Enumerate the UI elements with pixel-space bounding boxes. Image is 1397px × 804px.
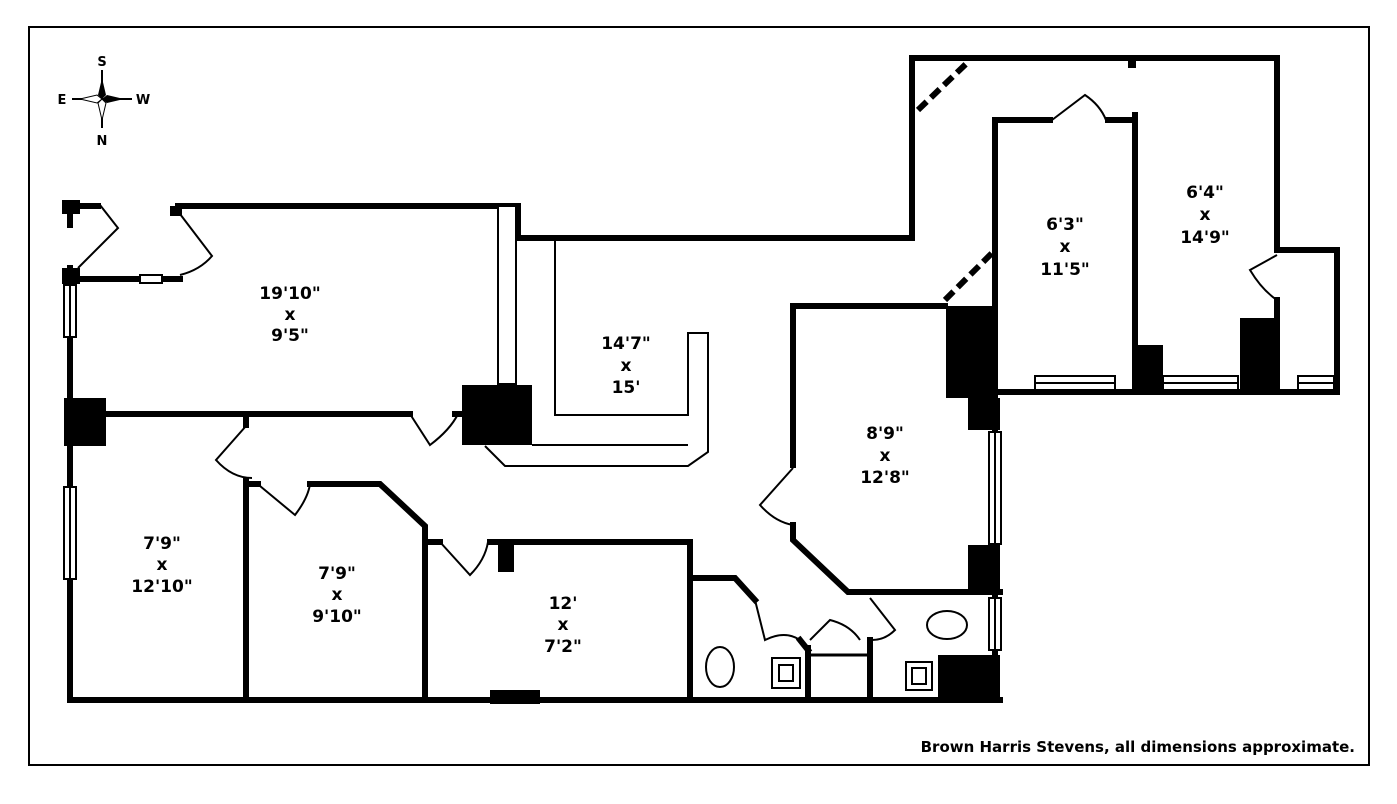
room-length: 7'2" [544,637,582,657]
room-by: x [880,446,891,466]
room-width: 6'3" [1046,215,1084,235]
credit-line: Brown Harris Stevens, all dimensions app… [921,738,1355,756]
room-length: 9'5" [271,326,309,346]
kitchen-counter [484,240,709,467]
room-length: 12'10" [131,577,192,597]
room-by: x [1060,237,1071,257]
room-length: 15' [612,378,641,398]
bath-fixtures [705,610,968,691]
windows [63,205,1335,651]
room-width: 19'10" [259,284,320,304]
room-by: x [558,615,569,635]
archway-lines [915,59,998,303]
room-14x15-label: 14'7" x 15' [601,334,651,398]
walls [67,55,1340,703]
room-7x12-label: 7'9" x 12'10" [131,534,192,597]
room-by: x [1200,205,1211,225]
room-6x11-label: 6'3" x 11'5" [1040,215,1090,280]
room-12x7-label: 12' x 7'2" [544,594,582,657]
compass-west-label: W [136,93,150,108]
room-length: 12'8" [860,468,910,488]
door-swings [77,93,1278,642]
compass-south-label: S [97,55,106,70]
page-frame [28,26,1370,766]
room-by: x [157,555,168,575]
room-length: 9'10" [312,607,362,627]
room-by: x [285,305,296,325]
room-by: x [332,585,343,605]
room-19x9-label: 19'10" x 9'5" [259,284,320,346]
room-width: 6'4" [1186,183,1224,203]
compass-east-label: E [58,93,67,108]
room-width: 8'9" [866,424,904,444]
room-length: 14'9" [1180,228,1230,248]
room-width: 7'9" [318,564,356,584]
compass-rose-icon [72,70,132,128]
structural-columns [62,58,1277,704]
room-7x9-label: 7'9" x 9'10" [312,564,362,627]
room-width: 12' [549,594,578,614]
room-8x12-label: 8'9" x 12'8" [860,424,910,488]
room-6x14-label: 6'4" x 14'9" [1180,183,1230,248]
compass-north-label: N [97,134,108,149]
room-width: 7'9" [143,534,181,554]
room-width: 14'7" [601,334,651,354]
room-by: x [621,356,632,376]
room-length: 11'5" [1040,260,1090,280]
